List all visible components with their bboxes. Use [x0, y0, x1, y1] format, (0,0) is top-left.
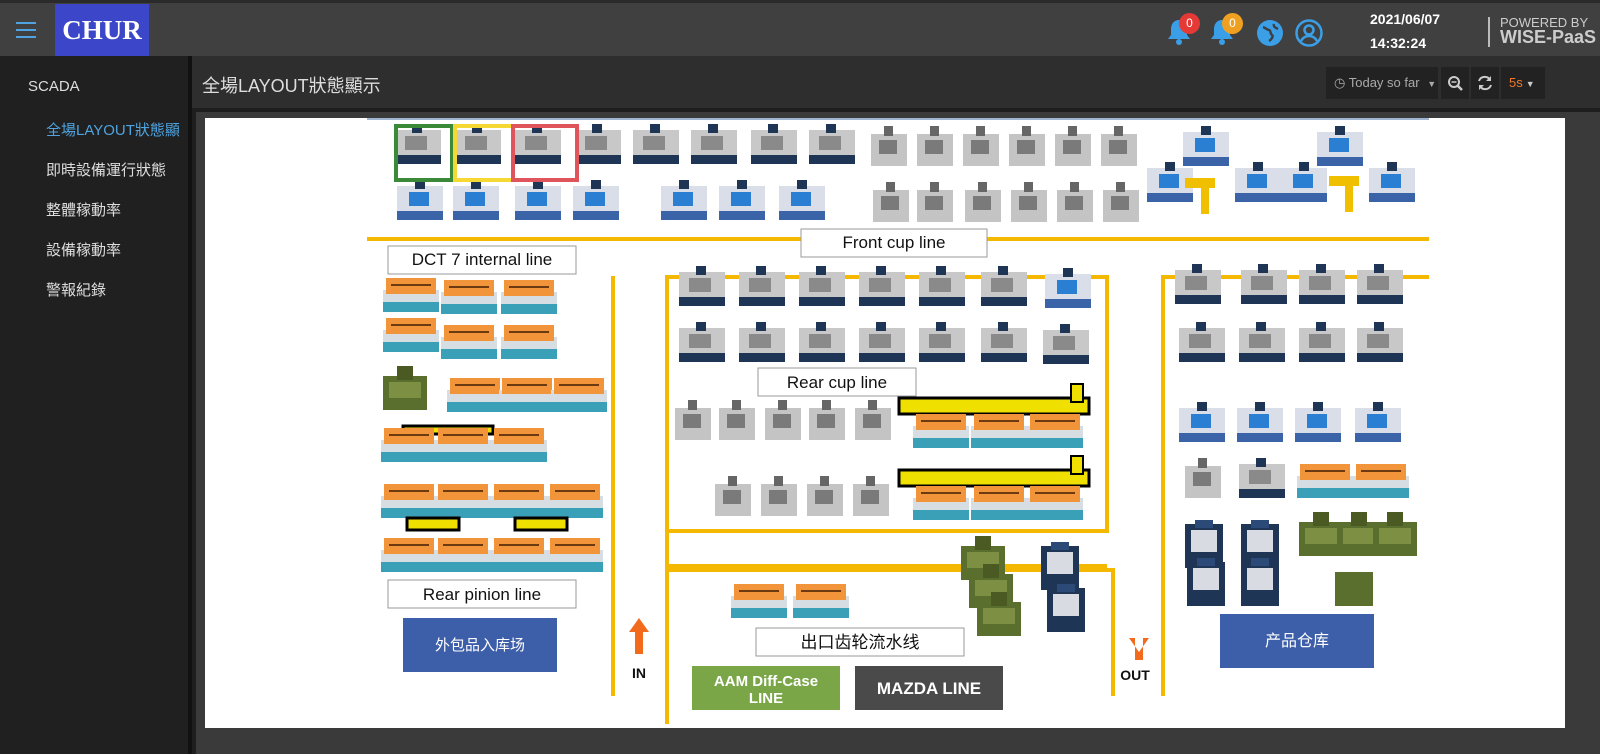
- sidebar-divider: [188, 56, 192, 754]
- time-range-picker[interactable]: ◷ Today so far ▼: [1326, 67, 1438, 99]
- warning-bell-icon[interactable]: 0: [1208, 13, 1243, 47]
- current-time: 14:32:24: [1370, 35, 1427, 51]
- sidebar-item-realtime-status[interactable]: 即時設備運行狀態: [46, 162, 167, 179]
- front-cup-line-label: Front cup line: [843, 233, 946, 252]
- rear-cup-line-label: Rear cup line: [787, 373, 887, 392]
- time-range-label: Today so far: [1348, 75, 1420, 90]
- refresh-icon: [1478, 75, 1492, 91]
- page-title: 全場LAYOUT狀態顯示: [202, 76, 381, 96]
- current-date: 2021/06/07: [1370, 11, 1441, 27]
- dashboard-content: Front cup line DCT 7 internal line Rear …: [196, 112, 1600, 754]
- notification-badge: 0: [1222, 13, 1243, 34]
- alarm-bell-icon[interactable]: 0: [1165, 13, 1200, 47]
- aam-line-label-1: AAM Diff-Case: [714, 673, 818, 690]
- hamburger-menu-icon[interactable]: [14, 19, 40, 41]
- app-logo[interactable]: CHUR: [55, 4, 149, 56]
- refresh-button[interactable]: [1471, 67, 1499, 99]
- outsourced-warehouse-label: 外包品入库场: [435, 637, 525, 654]
- mazda-line-label: MAZDA LINE: [877, 679, 981, 698]
- zoom-out-button[interactable]: [1441, 67, 1469, 99]
- factory-layout-diagram: Front cup line DCT 7 internal line Rear …: [367, 118, 1429, 728]
- brand-label: WISE-PaaS: [1500, 27, 1597, 47]
- rear-pinion-line-label: Rear pinion line: [423, 585, 541, 604]
- in-label: IN: [632, 665, 646, 681]
- product-warehouse-label: 产品仓库: [1265, 632, 1329, 650]
- top-bar: CHUR 0 0 2021/06/07 14:32:24 POWERED BY …: [0, 0, 1600, 56]
- notification-badge: 0: [1179, 13, 1200, 34]
- zoom-out-icon: [1448, 76, 1463, 91]
- powered-by-label: POWERED BY: [1500, 15, 1589, 30]
- aam-line-label-2: LINE: [749, 690, 783, 707]
- refresh-interval-picker[interactable]: 5s▼: [1501, 67, 1545, 99]
- sidebar: SCADA 全場LAYOUT狀態顯 即時設備運行狀態 整體稼動率 設備稼動率 警…: [0, 56, 188, 754]
- chevron-down-icon: ▼: [1427, 79, 1437, 89]
- sidebar-item-alarm-log[interactable]: 警報紀錄: [46, 282, 107, 299]
- status-highlight-running: [394, 124, 454, 182]
- factory-layout-panel: Front cup line DCT 7 internal line Rear …: [205, 118, 1565, 728]
- sidebar-item-equipment-utilization[interactable]: 設備稼動率: [46, 242, 122, 259]
- refresh-interval-value: 5s: [1509, 75, 1523, 90]
- divider: [1488, 17, 1490, 47]
- clock-icon: ◷: [1334, 75, 1346, 90]
- sidebar-root-scada[interactable]: SCADA: [28, 78, 80, 95]
- page-header: 全場LAYOUT狀態顯示 ◷ Today so far ▼ 5s▼: [192, 56, 1600, 108]
- status-highlight-alarm: [511, 124, 579, 182]
- sidebar-item-overall-utilization[interactable]: 整體稼動率: [46, 202, 122, 219]
- dct7-line-label: DCT 7 internal line: [412, 250, 552, 269]
- user-circle-icon[interactable]: [1294, 18, 1324, 48]
- out-label: OUT: [1120, 667, 1150, 683]
- chevron-down-icon: ▼: [1525, 79, 1535, 89]
- sidebar-item-layout-status[interactable]: 全場LAYOUT狀態顯: [46, 122, 180, 139]
- globe-icon[interactable]: [1255, 18, 1285, 48]
- export-gear-line-label: 出口齿轮流水线: [801, 633, 920, 652]
